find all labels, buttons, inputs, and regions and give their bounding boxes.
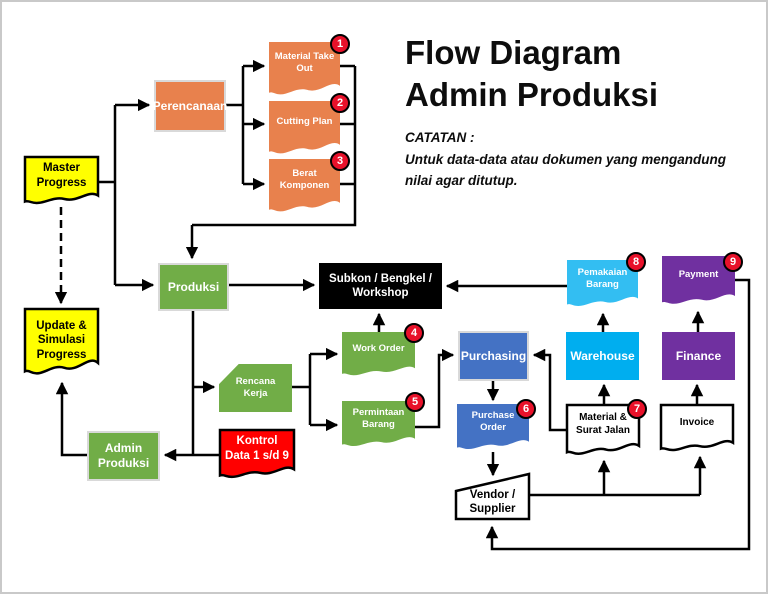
node-label-pemakaian-barang: Pemakaian Barang (577, 266, 628, 290)
document-shape (220, 430, 294, 481)
document-shape (25, 309, 98, 379)
node-finance: Finance (662, 332, 735, 380)
node-label-invoice: Invoice (679, 416, 715, 428)
node-payment: Payment (662, 256, 735, 308)
edge-permintaan-purchasing (415, 348, 455, 429)
node-warehouse: Warehouse (566, 332, 639, 380)
node-label-update-simulasi-progress: Update & Simulasi Progress (36, 319, 87, 361)
node-vendor-supplier: Vendor / Supplier (455, 472, 530, 521)
edge-admin-produksi-update (55, 381, 87, 457)
node-invoice: Invoice (661, 405, 733, 454)
document-shape (269, 159, 340, 212)
node-update-simulasi-progress: Update & Simulasi Progress (25, 309, 98, 379)
node-rencana-kerja: Rencana Kerja (219, 364, 292, 412)
node-label-material-take-out: Material Take Out (274, 51, 335, 75)
document-shape (661, 405, 733, 454)
badge-3: 3 (330, 151, 350, 171)
node-label-cutting-plan: Cutting Plan (276, 116, 333, 128)
node-label-produksi: Produksi (167, 279, 220, 294)
node-produksi: Produksi (158, 263, 229, 311)
node-label-finance: Finance (675, 348, 722, 363)
node-label-master-progress: Master Progress (36, 162, 87, 189)
node-berat-komponen: Berat Komponen (269, 159, 340, 216)
edge-rencana-kerja-trunk (292, 354, 312, 425)
node-pemakaian-barang: Pemakaian Barang (567, 260, 638, 310)
node-material-take-out: Material Take Out (269, 42, 340, 99)
node-label-subkon-workshop: Subkon / Bengkel / Workshop (329, 272, 432, 299)
node-master-progress: Master Progress (25, 157, 98, 207)
node-work-order: Work Order (342, 332, 415, 379)
node-material-surat-jalan: Material & Surat Jalan (567, 405, 639, 458)
node-label-permintaan-barang: Permintaan Barang (352, 407, 405, 431)
node-kontrol-data: Kontrol Data 1 s/d 9 (220, 430, 294, 481)
document-shape (269, 101, 340, 154)
badge-5: 5 (405, 392, 425, 412)
note: CATATAN : Untuk data-data atau dokumen y… (405, 127, 755, 192)
node-label-material-surat-jalan: Material & Surat Jalan (576, 412, 630, 436)
node-admin-produksi: Admin Produksi (87, 431, 160, 481)
edge-master-progress-trunk (97, 105, 117, 285)
badge-8: 8 (626, 252, 646, 272)
node-cutting-plan: Cutting Plan (269, 101, 340, 158)
node-label-admin-produksi: Admin Produksi (97, 441, 150, 470)
node-label-purchasing: Purchasing (460, 348, 527, 363)
node-purchasing: Purchasing (458, 331, 529, 381)
node-label-purchase-order: Purchase Order (471, 410, 515, 434)
node-label-berat-komponen: Berat Komponen (279, 168, 330, 192)
document-shape (567, 260, 638, 306)
node-perencanaan: Perencanaan (152, 80, 228, 132)
node-permintaan-barang: Permintaan Barang (342, 401, 415, 450)
node-label-work-order: Work Order (352, 343, 405, 355)
edge-material-surat-jalan-purchasing (532, 348, 568, 432)
document-shape (342, 332, 415, 376)
badge-7: 7 (627, 399, 647, 419)
document-shape (662, 256, 735, 304)
node-label-kontrol-data: Kontrol Data 1 s/d 9 (225, 435, 289, 462)
node-label-perencanaan: Perencanaan (152, 98, 228, 113)
document-shape (25, 157, 98, 207)
badge-1: 1 (330, 34, 350, 54)
document-shape (269, 42, 340, 95)
document-shape (457, 404, 529, 450)
node-label-warehouse: Warehouse (570, 348, 635, 363)
badge-6: 6 (516, 399, 536, 419)
badge-9: 9 (723, 252, 743, 272)
node-subkon-workshop: Subkon / Bengkel / Workshop (319, 263, 442, 309)
document-shape (567, 405, 639, 458)
title-block: Flow Diagram Admin Produksi CATATAN : Un… (405, 32, 755, 192)
badge-2: 2 (330, 93, 350, 113)
document-shape (342, 401, 415, 447)
note-heading: CATATAN : (405, 130, 475, 146)
badge-4: 4 (404, 323, 424, 343)
note-body: Untuk data-data atau dokumen yang mengan… (405, 151, 727, 189)
page-title: Flow Diagram Admin Produksi (405, 34, 659, 113)
node-label-payment: Payment (678, 269, 719, 281)
quad-shape (455, 472, 530, 521)
node-label-vendor-supplier: Vendor / Supplier (469, 488, 516, 516)
node-label-rencana-kerja: Rencana Kerja (235, 376, 276, 399)
edge-perencanaan-trunk (226, 66, 245, 184)
node-purchase-order: Purchase Order (457, 404, 529, 453)
